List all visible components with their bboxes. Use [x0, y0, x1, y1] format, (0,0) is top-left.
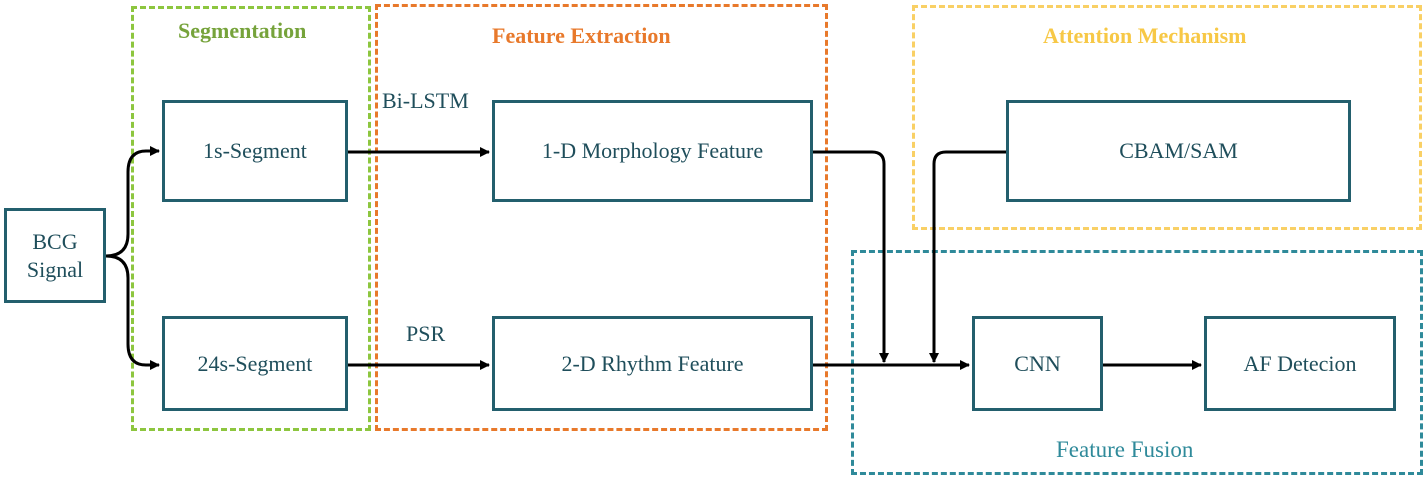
attention-mechanism-group [912, 5, 1422, 230]
af-detection-text: AF Detecion [1243, 350, 1357, 376]
segmentation-group [131, 6, 371, 431]
cbam-sam-text: CBAM/SAM [1119, 138, 1238, 164]
1s-segment-text: 1s-Segment [203, 138, 307, 164]
cnn-text: CNN [1014, 350, 1061, 376]
morphology-feature-text: 1-D Morphology Feature [541, 138, 764, 164]
bcg-signal-node: BCG Signal [4, 208, 106, 303]
edge-morphology-to-fusion [813, 150, 889, 363]
cbam-sam-node: CBAM/SAM [1006, 100, 1351, 202]
cnn-node: CNN [972, 316, 1103, 411]
edge-bcg-to-1s-segment [105, 146, 160, 258]
feature-fusion-label: Feature Fusion [1056, 437, 1194, 462]
edge-bcg-to-24s-segment [105, 254, 160, 370]
24s-segment-node: 24s-Segment [162, 316, 348, 411]
1s-segment-node: 1s-Segment [162, 100, 348, 202]
rhythm-feature-node: 2-D Rhythm Feature [492, 316, 813, 411]
bilstm-edge-label: Bi-LSTM [382, 88, 469, 113]
psr-edge-label: PSR [406, 321, 446, 346]
morphology-feature-node: 1-D Morphology Feature [492, 100, 813, 202]
24s-segment-text: 24s-Segment [197, 350, 313, 376]
af-detection-node: AF Detecion [1204, 316, 1396, 411]
feature-extraction-group [375, 4, 828, 431]
feature-fusion-group [851, 250, 1423, 475]
feature-extraction-label: Feature Extraction [492, 23, 671, 48]
edge-cbam-to-fusion [929, 150, 1006, 363]
bcg-signal-text: BCG Signal [26, 229, 84, 282]
rhythm-feature-text: 2-D Rhythm Feature [561, 350, 744, 376]
segmentation-label: Segmentation [178, 18, 307, 43]
attention-mechanism-label: Attention Mechanism [1043, 23, 1247, 48]
